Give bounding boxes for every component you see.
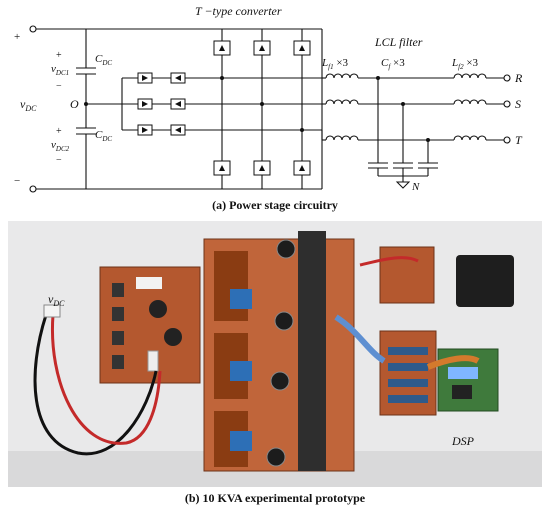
lf2-label: Lf2 ×3 <box>451 57 479 71</box>
neutral-clamp-switches <box>121 72 194 136</box>
caption-power-stage: (a) Power stage circuitry <box>212 198 338 212</box>
vdc-label: vDC <box>20 97 37 113</box>
lf1-inductors <box>321 73 454 141</box>
lf2-inductors <box>453 73 511 144</box>
aux-pcb <box>99 266 201 384</box>
dc-bus-rails <box>29 25 322 193</box>
cap1-plus-label: + <box>56 50 62 61</box>
prototype-photo: vDC DSP <box>8 221 542 487</box>
midpoint-label: O <box>70 97 79 111</box>
photo-dsp-label: DSP <box>451 434 475 448</box>
filter-title: LCL filter <box>374 35 423 49</box>
control-board <box>379 246 437 416</box>
minus-bottom-label: − <box>14 175 20 187</box>
phase-r-label: R <box>514 71 523 85</box>
phase-s-label: S <box>515 97 521 111</box>
cdc2-label: CDC <box>95 129 112 143</box>
ribbon-cables <box>334 256 480 370</box>
cdc1-label: CDC <box>95 53 112 67</box>
dc-cables <box>33 304 162 456</box>
converter-title: T −type converter <box>195 4 282 18</box>
cap2-minus-label: − <box>56 155 62 166</box>
plus-top-label: + <box>14 31 20 43</box>
lf1-label: Lf1 ×3 <box>321 57 349 71</box>
cf-label: Cf ×3 <box>381 57 405 71</box>
power-stage-schematic: T −type converter LCL filter + − vDC + v… <box>14 4 523 193</box>
filter-lines <box>222 73 511 189</box>
photo-vdc-label: vDC <box>48 292 65 308</box>
power-supply <box>456 255 514 307</box>
vdc1-label: vDC1 <box>51 63 69 77</box>
power-boards <box>203 231 355 472</box>
vdc2-label: vDC2 <box>51 139 70 153</box>
cap1-minus-label: − <box>56 81 62 92</box>
cap2-plus-label: + <box>56 126 62 137</box>
phase-legs <box>194 29 323 189</box>
neutral-label: N <box>411 181 420 193</box>
caption-prototype: (b) 10 KVA experimental prototype <box>184 491 366 505</box>
phase-t-label: T <box>515 133 523 147</box>
cf-capacitors <box>368 76 438 189</box>
